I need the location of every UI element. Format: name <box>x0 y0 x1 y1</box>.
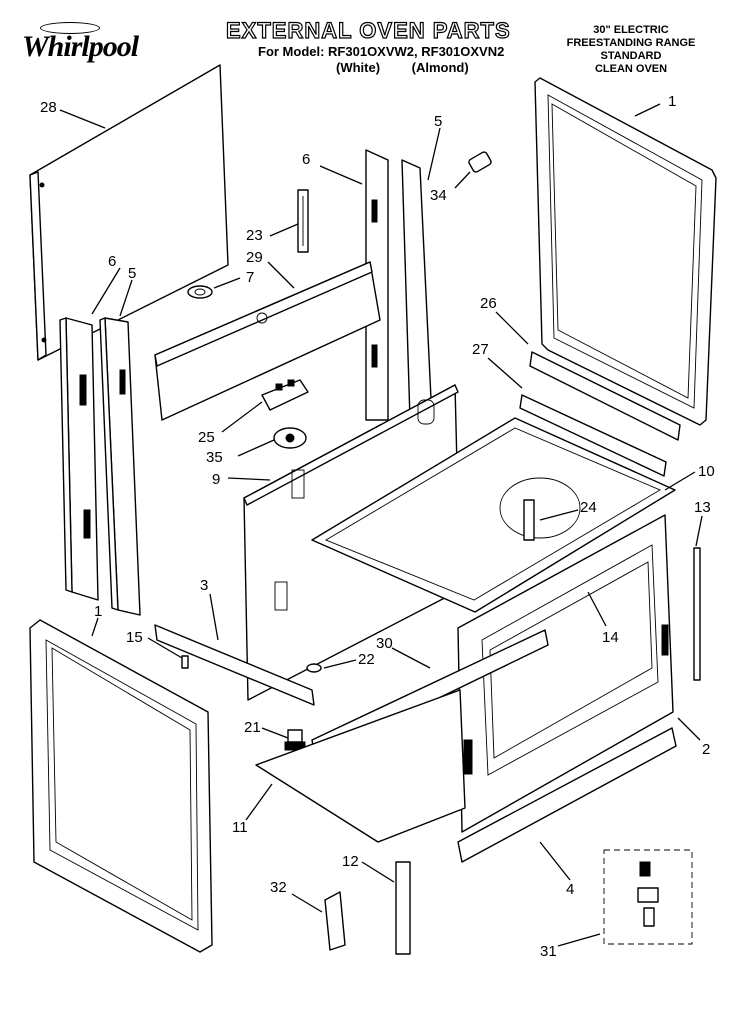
model-numbers: For Model: RF301OXVW2, RF301OXVN2 (White… <box>258 44 504 76</box>
callout-12: 12 <box>342 853 359 870</box>
models-line: For Model: RF301OXVW2, RF301OXVN2 <box>258 44 505 59</box>
spec-line-1: 30" ELECTRIC <box>593 24 669 36</box>
callout-26: 26 <box>480 295 497 312</box>
part-gasket-7 <box>187 285 213 299</box>
part-terminal-block <box>261 379 309 411</box>
part-trim-strip <box>693 547 701 681</box>
callout-28: 28 <box>40 99 57 116</box>
part-door-frame-right <box>534 77 717 426</box>
callout-1-top: 1 <box>668 93 676 110</box>
callout-13: 13 <box>694 499 711 516</box>
callout-22: 22 <box>358 651 375 668</box>
callout-24: 24 <box>580 499 597 516</box>
part-thermostat <box>273 427 307 449</box>
logo-badge-icon <box>40 22 100 34</box>
callout-5-right: 5 <box>434 113 442 130</box>
part-leveling-foot <box>284 729 306 751</box>
callout-21: 21 <box>244 719 261 736</box>
part-connector <box>468 151 492 173</box>
callout-10: 10 <box>698 463 715 480</box>
callout-4: 4 <box>566 881 574 898</box>
callout-34: 34 <box>430 187 447 204</box>
callout-leaders <box>59 103 703 947</box>
part-kit-box <box>603 849 693 945</box>
part-back-panel <box>29 64 229 361</box>
part-side-channels-right <box>365 149 433 421</box>
callout-9: 9 <box>212 471 220 488</box>
colors-line: (White) (Almond) <box>336 60 469 75</box>
page-title: EXTERNAL OVEN PARTS <box>225 17 511 43</box>
callout-32: 32 <box>270 879 287 896</box>
callout-2: 2 <box>702 741 710 758</box>
part-bracket-3 <box>154 624 315 706</box>
callout-14: 14 <box>602 629 619 646</box>
spec-line-3: STANDARD <box>600 50 662 62</box>
part-screw-22 <box>306 663 322 673</box>
part-front-frame <box>457 514 674 833</box>
part-screw-15 <box>181 655 189 669</box>
callout-15: 15 <box>126 629 143 646</box>
callout-5-left: 5 <box>128 265 136 282</box>
callout-35: 35 <box>206 449 223 466</box>
callout-3: 3 <box>200 577 208 594</box>
callout-6-right: 6 <box>302 151 310 168</box>
callout-7: 7 <box>246 269 254 286</box>
part-oven-liner <box>311 417 676 613</box>
callout-labels: 28 6 5 34 1 23 29 7 6 5 26 27 25 35 9 10… <box>40 93 715 960</box>
spec-line-2: FREESTANDING RANGE <box>566 37 696 49</box>
callout-1-bottom: 1 <box>94 603 102 620</box>
callout-31: 31 <box>540 943 557 960</box>
callout-6-left: 6 <box>108 253 116 270</box>
product-spec: 30" ELECTRIC FREESTANDING RANGE STANDARD… <box>560 24 702 76</box>
part-door-frame-left <box>29 619 213 953</box>
callout-11: 11 <box>232 819 248 836</box>
part-bracket-32 <box>324 891 346 951</box>
part-top-panel <box>154 261 381 421</box>
callout-23: 23 <box>246 227 263 244</box>
part-rails <box>519 351 681 477</box>
spec-line-4: CLEAN OVEN <box>594 63 668 75</box>
part-bottom-panel <box>255 689 466 843</box>
callout-30: 30 <box>376 635 393 652</box>
part-side-strip <box>395 861 411 955</box>
part-bracket-23 <box>297 189 309 253</box>
callout-25: 25 <box>198 429 215 446</box>
logo-text: Whirlpool <box>22 30 139 63</box>
callout-29: 29 <box>246 249 263 266</box>
part-side-channels-left <box>59 317 141 616</box>
part-bottom-rail <box>457 727 677 863</box>
callout-27: 27 <box>472 341 489 358</box>
